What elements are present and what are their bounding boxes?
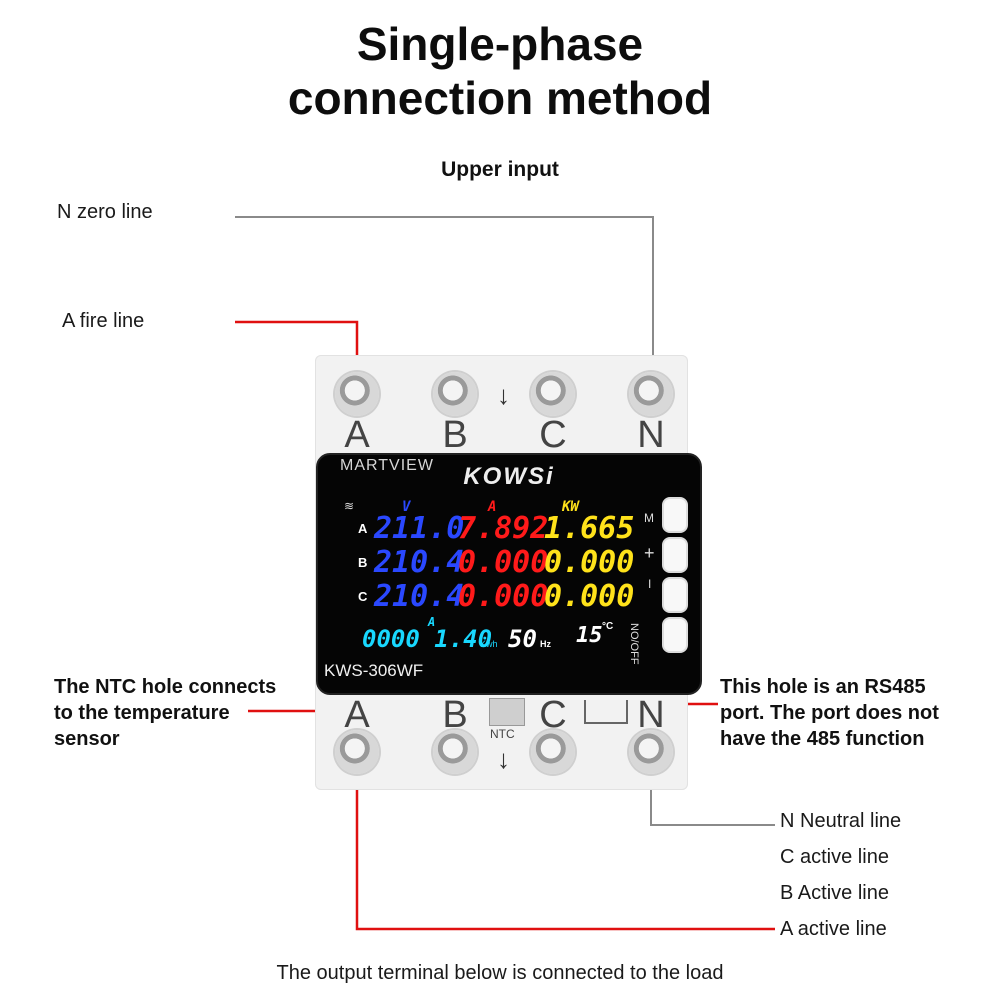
terminal-top-c — [531, 372, 575, 416]
col-header-a: A — [488, 499, 497, 515]
b-active-line-label: B Active line — [780, 882, 889, 904]
temperature-value: 15 — [576, 623, 603, 648]
current-a: 7.892 — [458, 511, 549, 546]
energy-value: 0000 1.40 — [362, 625, 493, 653]
rs485-note-line-1: This hole is an RS485 — [720, 676, 926, 698]
onoff-button[interactable] — [662, 617, 688, 653]
wifi-icon: ≋ — [344, 499, 355, 513]
brand-logo: KOWSi — [463, 463, 555, 490]
m-button[interactable] — [662, 497, 688, 533]
current-c: 0.000 — [458, 579, 549, 614]
voltage-b: 210.4 — [374, 545, 465, 580]
row-phase-b: B — [358, 555, 368, 570]
n-neutral-line-label: N Neutral line — [780, 810, 902, 832]
terminal-bottom-label-c: C — [539, 694, 567, 736]
terminal-top-label-c: C — [539, 414, 567, 456]
a-active-line-label: A active line — [780, 918, 887, 940]
terminal-top-label-b: B — [442, 414, 468, 456]
energy-unit-top: A — [428, 615, 436, 629]
terminal-bottom-a — [335, 730, 379, 774]
ntc-note-line-3: sensor — [54, 728, 120, 750]
ntc-hole — [489, 698, 525, 726]
terminal-top-label-a: A — [344, 414, 370, 456]
rs485-port — [584, 700, 628, 724]
power-a: 1.665 — [544, 511, 635, 546]
terminal-bottom-n — [629, 730, 673, 774]
button-label-plus: + — [644, 543, 655, 563]
a-fire-line-label: A fire line — [62, 310, 145, 332]
down-arrow-bottom-icon: ↓ — [497, 744, 510, 774]
terminal-top-n — [629, 372, 673, 416]
col-header-kw: KW — [562, 499, 579, 515]
title-line-2: connection method — [287, 72, 713, 124]
current-b: 0.000 — [458, 545, 549, 580]
down-arrow-icon: ↓ — [497, 380, 510, 410]
upper-input-label: Upper input — [441, 158, 559, 181]
temperature-unit: °C — [602, 621, 614, 632]
plus-button[interactable] — [662, 537, 688, 573]
terminal-bottom-c — [531, 730, 575, 774]
ntc-note-line-1: The NTC hole connects — [54, 676, 277, 698]
ntc-label: NTC — [490, 727, 515, 741]
button-label-m: M — [644, 511, 654, 525]
ntc-note-line-2: to the temperature — [54, 702, 230, 724]
terminal-top-label-n: N — [637, 414, 665, 456]
terminal-bottom-label-b: B — [442, 694, 468, 736]
terminal-top-a — [335, 372, 379, 416]
rs485-note-line-3: have the 485 function — [720, 728, 925, 750]
energy-unit: Kwh — [480, 639, 498, 649]
frequency-unit: Hz — [540, 639, 551, 649]
terminal-top-b — [433, 372, 477, 416]
model-label: KWS-306WF — [324, 661, 424, 680]
frequency-value: 50 — [508, 625, 537, 653]
terminal-bottom-label-n: N — [637, 694, 665, 736]
power-c: 0.000 — [544, 579, 635, 614]
voltage-c: 210.4 — [374, 579, 465, 614]
output-terminal-note: The output terminal below is connected t… — [276, 962, 724, 984]
watermark-text: MARTVIEW — [340, 457, 434, 474]
button-label-onoff: NO/OFF — [628, 623, 640, 665]
rs485-note-line-2: port. The port does not — [720, 702, 939, 724]
minus-button[interactable] — [662, 577, 688, 613]
row-phase-c: C — [358, 589, 368, 604]
title-line-1: Single-phase — [356, 18, 644, 70]
button-label-minus: I — [648, 577, 652, 591]
terminal-bottom-label-a: A — [344, 694, 370, 736]
row-phase-a: A — [358, 521, 368, 536]
n-zero-line-label: N zero line — [57, 201, 153, 223]
terminal-bottom-b — [433, 730, 477, 774]
meter-display: KOWSi MARTVIEW ≋ V A KW A 211.0 7.892 1.… — [316, 453, 702, 695]
c-active-line-label: C active line — [780, 846, 889, 868]
power-b: 0.000 — [544, 545, 635, 580]
col-header-v: V — [402, 499, 411, 515]
n-zero-wire — [235, 216, 654, 392]
a-active-wire — [355, 772, 775, 931]
voltage-a: 211.0 — [374, 511, 465, 546]
